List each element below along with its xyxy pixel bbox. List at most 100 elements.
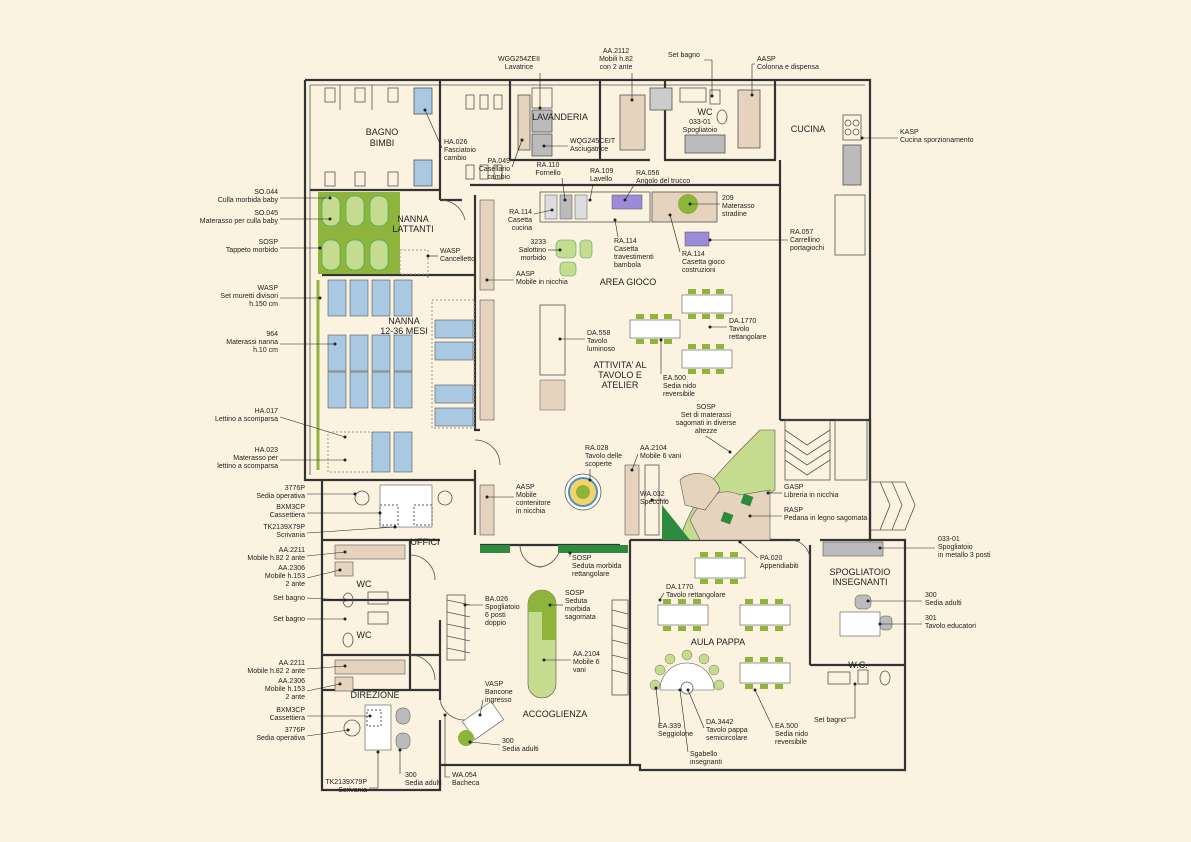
svg-text:WASP: WASP	[440, 248, 461, 255]
svg-text:RA.114: RA.114	[614, 238, 637, 245]
lavanderia-fixtures	[517, 87, 673, 157]
svg-text:DA.3442: DA.3442	[706, 719, 733, 726]
svg-text:AASP: AASP	[757, 56, 776, 63]
svg-text:WC: WC	[698, 107, 713, 117]
outer-walls	[303, 78, 907, 792]
svg-text:bambola: bambola	[614, 262, 641, 269]
svg-text:BXM3CP: BXM3CP	[276, 504, 305, 511]
svg-text:vani: vani	[573, 667, 586, 674]
svg-text:Casetta: Casetta	[614, 246, 638, 253]
svg-text:SOSP: SOSP	[259, 239, 279, 246]
svg-text:300: 300	[925, 592, 937, 599]
labels-left: SO.044 Culla morbida baby SO.045 Materas…	[200, 189, 397, 742]
svg-text:Fasciatoio: Fasciatoio	[444, 147, 476, 154]
svg-text:Tavolo pappa: Tavolo pappa	[706, 727, 748, 734]
svg-text:301: 301	[925, 615, 937, 622]
svg-text:SOSP: SOSP	[572, 555, 592, 562]
svg-text:BA.026: BA.026	[485, 596, 508, 603]
svg-text:TK2139X79P: TK2139X79P	[263, 524, 305, 531]
svg-text:Lettino a scomparsa: Lettino a scomparsa	[215, 416, 278, 423]
svg-text:033-01: 033-01	[689, 119, 711, 126]
svg-text:VASP: VASP	[485, 681, 503, 688]
svg-text:CUCINA: CUCINA	[791, 124, 826, 134]
pedana	[479, 429, 776, 553]
svg-text:SO.044: SO.044	[254, 189, 278, 196]
svg-text:RA.114: RA.114	[682, 251, 705, 258]
svg-text:luminoso: luminoso	[587, 346, 615, 353]
svg-text:Set bagno: Set bagno	[273, 616, 305, 623]
svg-text:Cassettiera: Cassettiera	[270, 512, 306, 519]
svg-text:NANNA: NANNA	[388, 316, 420, 326]
svg-text:Materassi nanna: Materassi nanna	[226, 339, 278, 346]
svg-text:WGG254ZEII: WGG254ZEII	[498, 56, 540, 63]
svg-text:Materasso per culla baby: Materasso per culla baby	[200, 218, 279, 225]
svg-text:Fornello: Fornello	[535, 170, 560, 177]
svg-text:PA.049: PA.049	[488, 158, 511, 165]
accoglienza-furniture	[446, 589, 629, 746]
svg-text:Angolo del trucco: Angolo del trucco	[636, 178, 690, 185]
svg-text:cucina: cucina	[512, 225, 532, 232]
svg-text:TAVOLO E: TAVOLO E	[598, 370, 642, 380]
svg-text:Mobili h.82: Mobili h.82	[599, 56, 633, 63]
svg-text:LAVANDERIA: LAVANDERIA	[532, 112, 588, 122]
aula-pappa-furniture	[649, 541, 893, 695]
svg-text:Seduta morbida: Seduta morbida	[572, 563, 622, 570]
svg-text:AA.2306: AA.2306	[278, 565, 305, 572]
svg-text:3776P: 3776P	[285, 727, 306, 734]
svg-text:Culla morbida baby: Culla morbida baby	[218, 197, 279, 204]
svg-text:3233: 3233	[530, 239, 546, 246]
svg-text:Materasso per: Materasso per	[233, 455, 278, 462]
svg-text:Materasso: Materasso	[722, 203, 755, 210]
svg-text:Mobile h.153: Mobile h.153	[265, 573, 305, 580]
svg-text:209: 209	[722, 195, 734, 202]
svg-text:Mobile in nicchia: Mobile in nicchia	[516, 279, 568, 286]
svg-text:reversibile: reversibile	[775, 739, 807, 746]
svg-text:in metallo 3 posti: in metallo 3 posti	[938, 552, 991, 559]
svg-text:Set di materassi: Set di materassi	[681, 412, 732, 419]
svg-text:Libreria in nicchia: Libreria in nicchia	[784, 492, 839, 499]
svg-text:Tavolo: Tavolo	[729, 326, 749, 333]
svg-text:Bancone: Bancone	[485, 689, 513, 696]
svg-text:Set muretti divisori: Set muretti divisori	[220, 293, 278, 300]
svg-text:Mobile h.82 2 ante: Mobile h.82 2 ante	[247, 668, 305, 675]
svg-text:sagomati in diverse: sagomati in diverse	[676, 420, 736, 427]
svg-text:con 2 ante: con 2 ante	[600, 64, 633, 71]
svg-text:WA.054: WA.054	[452, 772, 477, 779]
svg-text:RASP: RASP	[784, 507, 803, 514]
svg-text:scoperte: scoperte	[585, 461, 612, 468]
svg-text:AULA PAPPA: AULA PAPPA	[691, 637, 745, 647]
svg-text:Sedia nido: Sedia nido	[663, 383, 696, 390]
svg-text:reversibile: reversibile	[663, 391, 695, 398]
svg-text:INSEGNANTI: INSEGNANTI	[832, 577, 887, 587]
svg-text:Sgabello: Sgabello	[690, 751, 717, 758]
svg-text:HA.023: HA.023	[255, 447, 278, 454]
nanna-mesi	[316, 279, 475, 473]
svg-text:Appendiabiti: Appendiabiti	[760, 563, 799, 570]
svg-text:SO.045: SO.045	[254, 210, 278, 217]
svg-text:Casellario: Casellario	[479, 166, 510, 173]
svg-text:EA.339: EA.339	[658, 723, 681, 730]
svg-text:DA.1770: DA.1770	[729, 318, 756, 325]
svg-text:WQG245CEIT: WQG245CEIT	[570, 138, 616, 145]
bagno-fixtures	[324, 85, 503, 187]
uffici-furniture	[334, 484, 453, 692]
svg-text:DA.1770: DA.1770	[666, 584, 693, 591]
svg-text:lettino a scomparsa: lettino a scomparsa	[217, 463, 278, 470]
svg-text:300: 300	[405, 772, 417, 779]
svg-text:Sedia adulti: Sedia adulti	[405, 780, 442, 787]
svg-text:AA.2211: AA.2211	[279, 660, 305, 667]
svg-text:3776P: 3776P	[285, 485, 306, 492]
svg-text:EA.500: EA.500	[663, 375, 686, 382]
svg-text:AREA GIOCO: AREA GIOCO	[600, 277, 657, 287]
svg-text:Sedia adulti: Sedia adulti	[925, 600, 962, 607]
svg-text:in nicchia: in nicchia	[516, 508, 545, 515]
svg-text:Lavatrice: Lavatrice	[505, 64, 534, 71]
svg-text:WA.032: WA.032	[640, 491, 665, 498]
svg-text:300: 300	[502, 738, 514, 745]
svg-text:Sedia operativa: Sedia operativa	[256, 735, 305, 742]
svg-text:WASP: WASP	[258, 285, 279, 292]
svg-text:RA.057: RA.057	[790, 229, 813, 236]
svg-text:Pedana in legno sagomata: Pedana in legno sagomata	[784, 515, 867, 522]
svg-text:AA.2211: AA.2211	[279, 547, 305, 554]
